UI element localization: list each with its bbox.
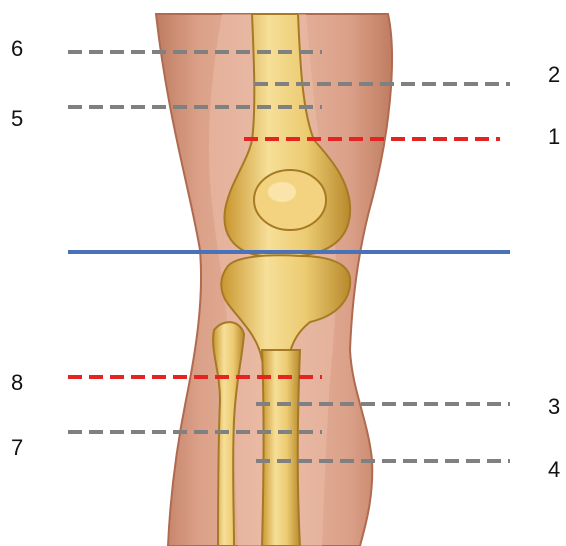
- label-7: 7: [11, 435, 23, 460]
- label-1: 1: [548, 124, 560, 149]
- label-2: 2: [548, 62, 560, 87]
- label-4: 4: [548, 457, 560, 482]
- label-3: 3: [548, 394, 560, 419]
- tibia: [262, 350, 300, 546]
- label-6: 6: [11, 36, 23, 61]
- label-5: 5: [11, 106, 23, 131]
- label-8: 8: [11, 370, 23, 395]
